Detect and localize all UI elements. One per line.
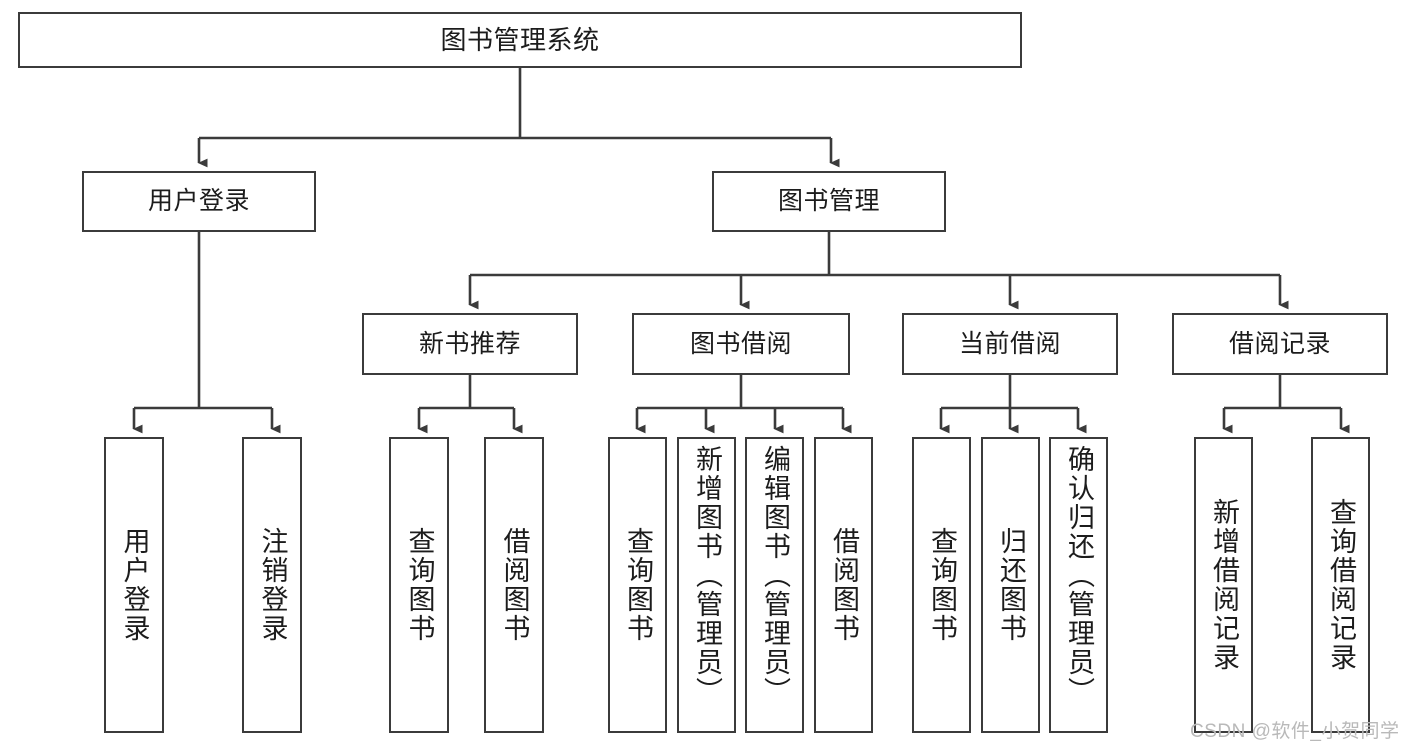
node-book-borrow[interactable]: 图书借阅	[632, 313, 850, 375]
node-leaf-query-book-2-label: 查询图书	[623, 527, 653, 643]
node-current-borrow-label: 当前借阅	[958, 329, 1061, 358]
node-leaf-edit-book-admin-label: 编辑图书（管理员）	[760, 445, 790, 706]
node-leaf-user-logout[interactable]: 注销登录	[242, 437, 302, 733]
node-leaf-confirm-return-admin-label: 确认归还（管理员）	[1064, 445, 1094, 706]
node-leaf-add-borrow-record-label: 新增借阅记录	[1209, 498, 1239, 672]
node-root-label: 图书管理系统	[440, 24, 600, 55]
node-leaf-query-book-3[interactable]: 查询图书	[912, 437, 971, 733]
node-leaf-return-book[interactable]: 归还图书	[981, 437, 1040, 733]
node-book-management[interactable]: 图书管理	[712, 171, 946, 232]
node-leaf-user-login-label: 用户登录	[119, 527, 150, 643]
node-new-book-recommend-label: 新书推荐	[418, 329, 521, 358]
node-leaf-edit-book-admin[interactable]: 编辑图书（管理员）	[745, 437, 804, 733]
node-leaf-borrow-book-1-label: 借阅图书	[499, 527, 530, 643]
node-borrow-records[interactable]: 借阅记录	[1172, 313, 1388, 375]
node-leaf-borrow-book-2-label: 借阅图书	[829, 527, 859, 643]
node-user-login[interactable]: 用户登录	[82, 171, 316, 232]
watermark: CSDN @软件_小贺同学	[1190, 721, 1400, 742]
node-leaf-query-book-1-label: 查询图书	[404, 527, 435, 643]
node-leaf-query-book-2[interactable]: 查询图书	[608, 437, 667, 733]
node-leaf-borrow-book-2[interactable]: 借阅图书	[814, 437, 873, 733]
node-leaf-user-login[interactable]: 用户登录	[104, 437, 164, 733]
node-leaf-query-borrow-record-label: 查询借阅记录	[1326, 498, 1356, 672]
node-leaf-add-borrow-record[interactable]: 新增借阅记录	[1194, 437, 1253, 733]
node-leaf-add-book-admin[interactable]: 新增图书（管理员）	[677, 437, 736, 733]
node-book-management-label: 图书管理	[777, 187, 880, 215]
node-leaf-query-borrow-record[interactable]: 查询借阅记录	[1311, 437, 1370, 733]
node-leaf-query-book-1[interactable]: 查询图书	[389, 437, 449, 733]
node-user-login-label: 用户登录	[147, 187, 250, 215]
node-root[interactable]: 图书管理系统	[18, 12, 1022, 68]
node-leaf-borrow-book-1[interactable]: 借阅图书	[484, 437, 544, 733]
node-new-book-recommend[interactable]: 新书推荐	[362, 313, 578, 375]
node-borrow-records-label: 借阅记录	[1228, 329, 1331, 358]
node-leaf-return-book-label: 归还图书	[996, 527, 1026, 643]
node-book-borrow-label: 图书借阅	[689, 329, 792, 358]
node-leaf-user-logout-label: 注销登录	[257, 527, 288, 643]
node-current-borrow[interactable]: 当前借阅	[902, 313, 1118, 375]
node-leaf-query-book-3-label: 查询图书	[927, 527, 957, 643]
node-leaf-add-book-admin-label: 新增图书（管理员）	[692, 445, 722, 706]
node-leaf-confirm-return-admin[interactable]: 确认归还（管理员）	[1049, 437, 1108, 733]
